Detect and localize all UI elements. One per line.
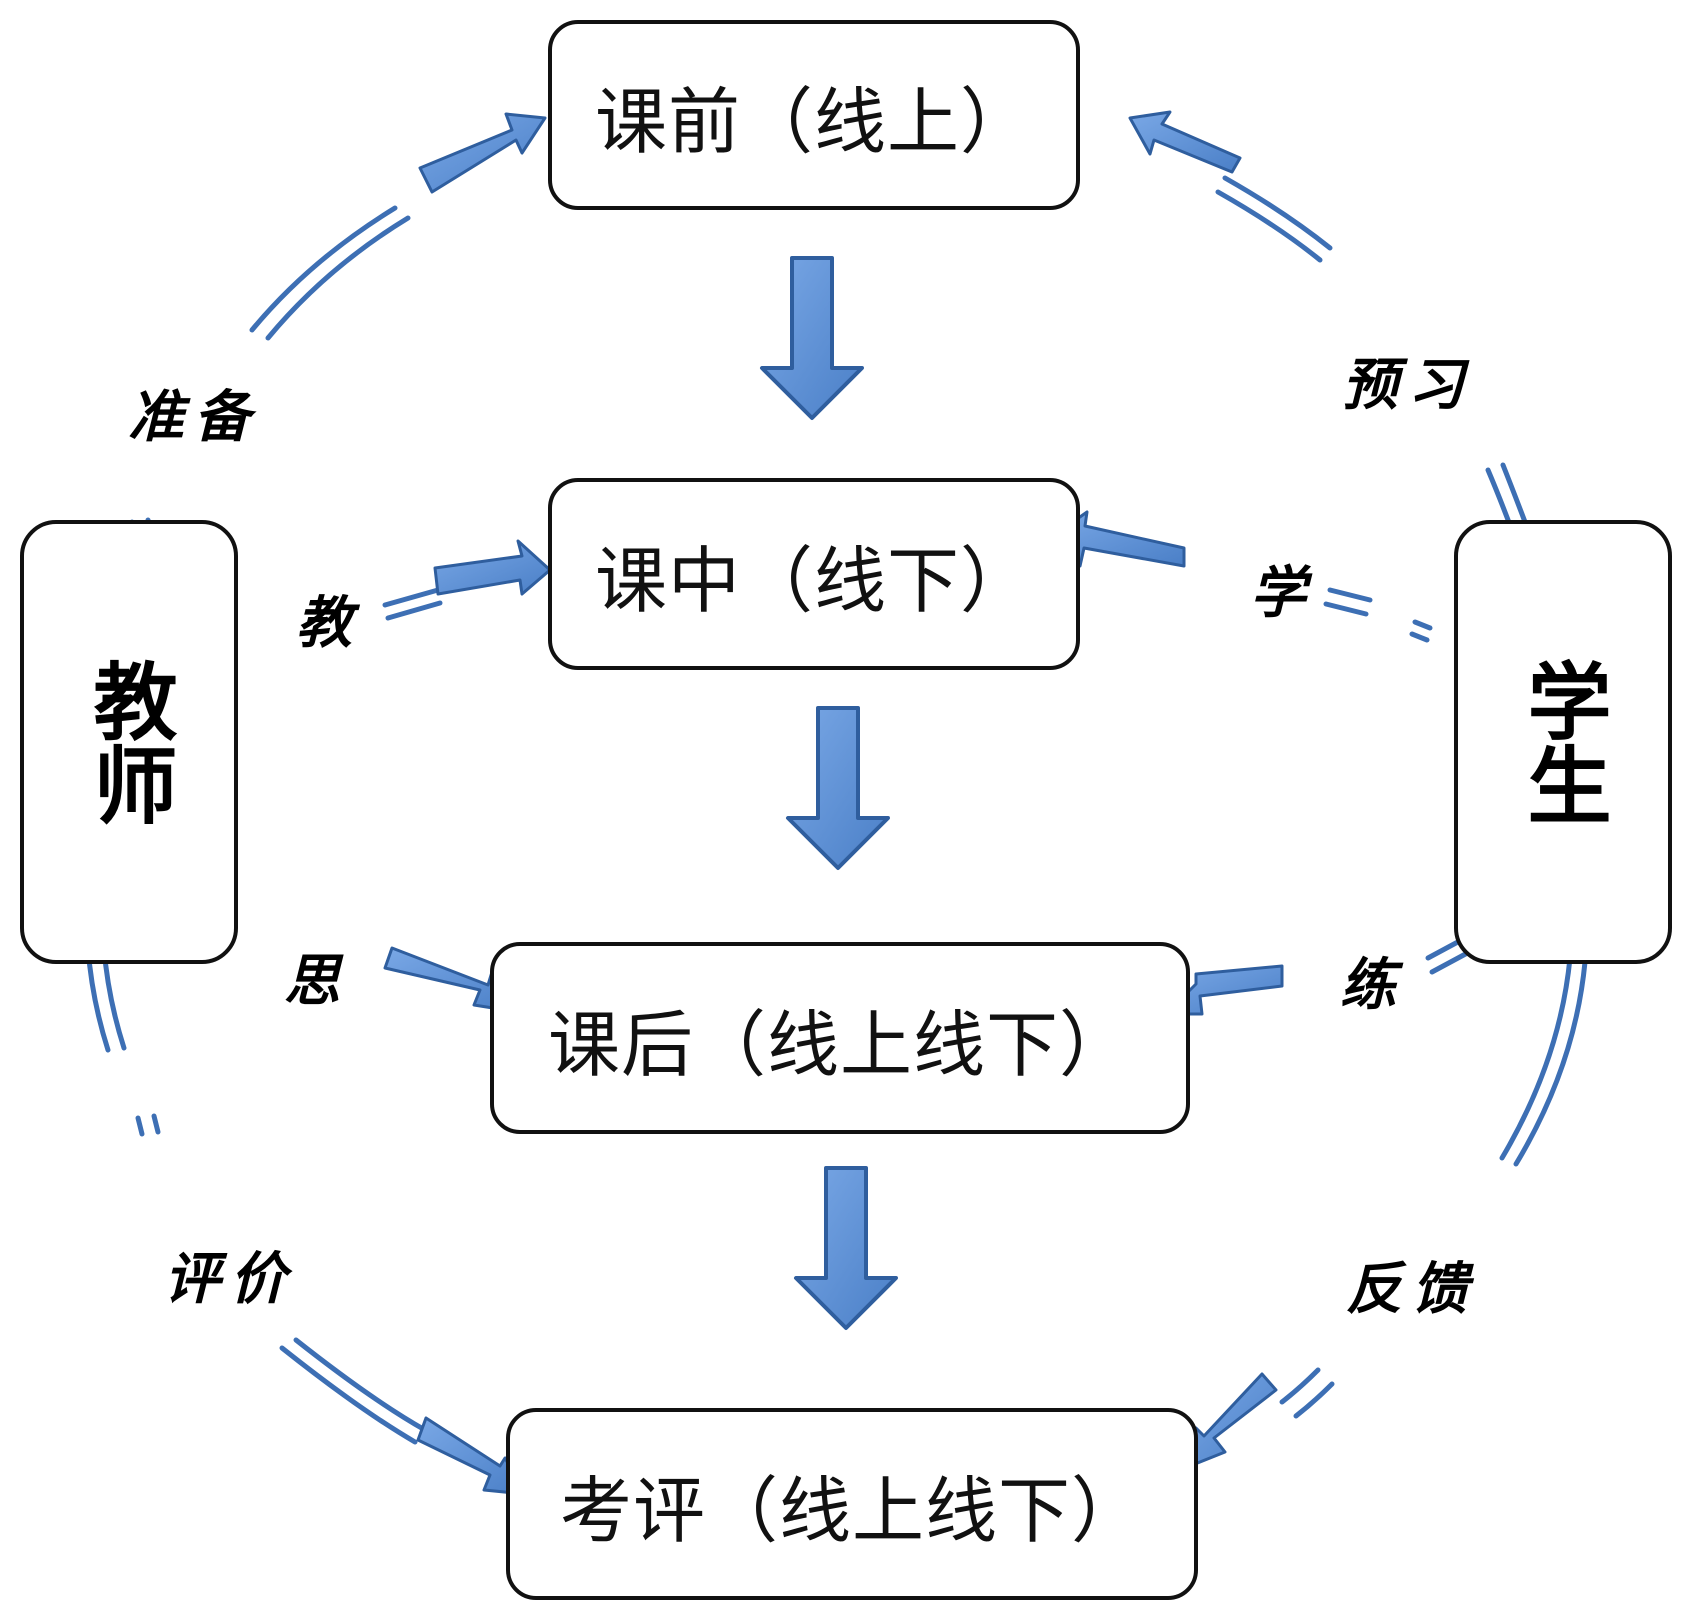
arrow-prepare-to-pre-class xyxy=(418,112,547,194)
stage-label-pre-class: 课前（线上） xyxy=(594,79,1033,164)
stage-label-in-class: 课中（线下） xyxy=(594,538,1033,623)
action-label-prepare: 准备 xyxy=(128,384,260,450)
stage-box-assessment: 考评（线上线下） xyxy=(506,1408,1198,1600)
arrow-teach-to-in-class xyxy=(433,539,552,596)
stage-label-assessment: 考评（线上线下） xyxy=(559,1468,1144,1553)
action-label-feedback: 反馈 xyxy=(1346,1256,1478,1322)
role-box-student: 学生 xyxy=(1454,520,1672,964)
loop-line-top-right xyxy=(1215,189,1323,263)
action-label-practice: 练 xyxy=(1340,952,1406,1018)
loop-line-bottom-left xyxy=(279,1345,418,1445)
loop-line-learn xyxy=(1323,601,1369,617)
loop-line-learn-tick xyxy=(1409,631,1430,643)
stage-box-post-class: 课后（线上线下） xyxy=(490,942,1190,1134)
loop-line-bottom-right xyxy=(1293,1381,1335,1419)
loop-line-right-lower xyxy=(1499,955,1573,1161)
loop-line-top-right xyxy=(1222,175,1333,251)
role-box-teacher: 教师 xyxy=(20,520,238,964)
loop-line-bottom-left xyxy=(293,1337,428,1433)
loop-line-teach xyxy=(385,600,443,621)
loop-line-left-tick xyxy=(151,1113,161,1135)
action-label-preview: 预习 xyxy=(1342,352,1474,418)
loop-line-learn xyxy=(1327,587,1373,603)
loop-line-top-left xyxy=(265,215,411,341)
action-label-evaluate: 评价 xyxy=(164,1246,296,1312)
down-arrow-1 xyxy=(760,256,864,420)
action-label-reflect: 思 xyxy=(284,948,350,1014)
loop-line-right-lower xyxy=(1513,959,1588,1167)
loop-line-left-tick xyxy=(135,1115,145,1137)
role-label-student: 学生 xyxy=(1514,658,1612,826)
down-arrow-3 xyxy=(794,1166,898,1330)
loop-line-teach xyxy=(382,587,441,608)
loop-line-top-left xyxy=(249,205,398,333)
stage-box-pre-class: 课前（线上） xyxy=(548,20,1080,210)
action-label-teach: 教 xyxy=(296,590,362,656)
stage-box-in-class: 课中（线下） xyxy=(548,478,1080,670)
down-arrow-2 xyxy=(786,706,890,870)
arrow-preview-to-pre-class xyxy=(1128,110,1242,174)
arrow-feedback-to-assessment xyxy=(1183,1372,1278,1470)
role-label-teacher: 教师 xyxy=(80,658,178,826)
action-label-learn: 学 xyxy=(1250,560,1316,626)
stage-label-post-class: 课后（线上线下） xyxy=(547,1002,1132,1087)
loop-line-learn-tick xyxy=(1412,619,1433,631)
loop-line-bottom-right xyxy=(1279,1367,1321,1405)
